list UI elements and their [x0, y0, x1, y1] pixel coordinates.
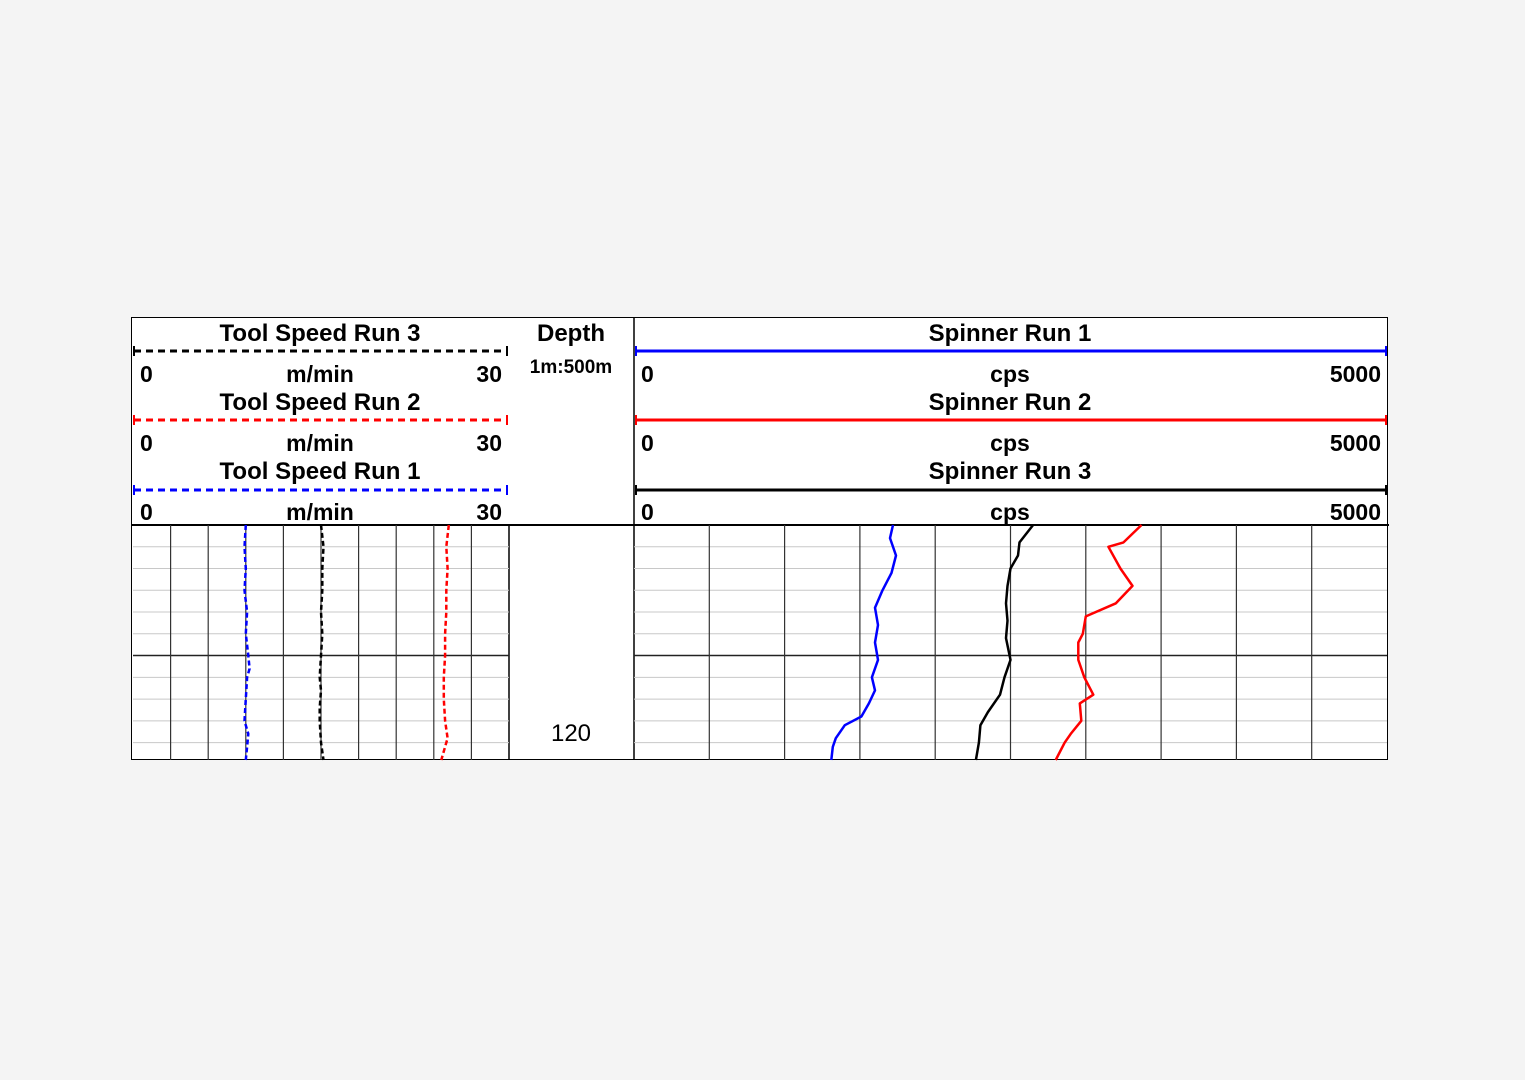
right-header-max-2: 5000: [1330, 499, 1381, 525]
left-header-max-2: 30: [476, 499, 502, 525]
right-header-unit-2: cps: [990, 499, 1030, 525]
right-header-title-0: Spinner Run 1: [929, 320, 1092, 347]
right-header-title-2: Spinner Run 3: [929, 458, 1092, 485]
well-log-panel: Depth 1m:500m Tool Speed Run 3 0 m/min 3…: [131, 317, 1389, 761]
well-log-chart: Depth 1m:500m Tool Speed Run 3 0 m/min 3…: [132, 318, 1389, 761]
left-header-unit-0: m/min: [286, 361, 354, 387]
right-header-unit-0: cps: [990, 361, 1030, 387]
tool-speed-run-curve-1: [243, 524, 251, 761]
right-header-max-0: 5000: [1330, 361, 1381, 387]
right-track-header: Spinner Run 1 0 cps 5000 Spinner Run 2 0…: [641, 320, 1381, 525]
right-header-min-2: 0: [641, 499, 654, 525]
spinner-run-curve-1: [830, 524, 898, 761]
right-header-title-1: Spinner Run 2: [929, 389, 1092, 416]
right-header-max-1: 5000: [1330, 430, 1381, 456]
left-header-min-1: 0: [140, 430, 153, 456]
left-header-unit-2: m/min: [286, 499, 354, 525]
right-header-min-1: 0: [641, 430, 654, 456]
depth-scale-label: 1m:500m: [530, 357, 612, 378]
left-track-header: Tool Speed Run 3 0 m/min 30 Tool Speed R…: [140, 320, 502, 525]
left-header-max-0: 30: [476, 361, 502, 387]
right-header-unit-1: cps: [990, 430, 1030, 456]
spinner-run-curve-2: [1054, 524, 1143, 761]
left-header-unit-1: m/min: [286, 430, 354, 456]
tool-speed-run-curve-2: [440, 524, 451, 761]
right-header-min-0: 0: [641, 361, 654, 387]
left-header-min-2: 0: [140, 499, 153, 525]
left-header-max-1: 30: [476, 430, 502, 456]
left-header-min-0: 0: [140, 361, 153, 387]
depth-track-title: Depth: [537, 320, 605, 347]
chart-marks: [132, 318, 1389, 761]
left-header-title-1: Tool Speed Run 2: [220, 389, 421, 416]
left-header-title-2: Tool Speed Run 1: [220, 458, 421, 485]
spinner-run-curve-3: [974, 524, 1035, 761]
tool-speed-run-curve-3: [318, 524, 325, 761]
depth-value-label: 120: [551, 720, 591, 747]
left-header-title-0: Tool Speed Run 3: [220, 320, 421, 347]
